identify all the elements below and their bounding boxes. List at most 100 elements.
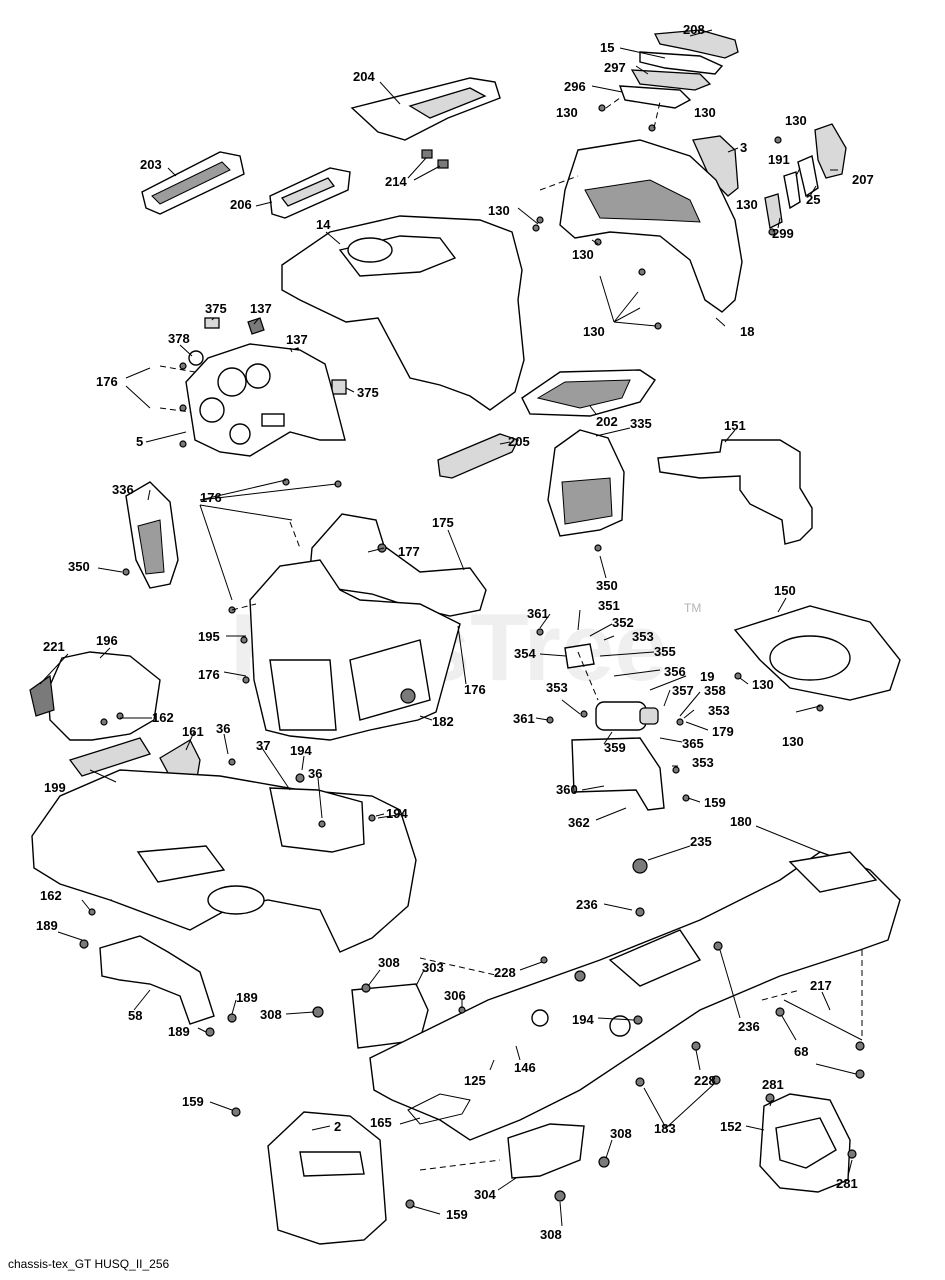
- part-304[interactable]: [507, 1123, 585, 1179]
- callout-194-c[interactable]: 194: [572, 1012, 594, 1027]
- part-299[interactable]: [764, 193, 783, 229]
- part-37[interactable]: [31, 769, 417, 953]
- callout-297[interactable]: 297: [604, 60, 626, 75]
- callout-165[interactable]: 165: [370, 1115, 392, 1130]
- callout-358[interactable]: 358: [704, 683, 726, 698]
- callout-308-b[interactable]: 308: [260, 1007, 282, 1022]
- part-58[interactable]: [99, 935, 215, 1025]
- callout-68[interactable]: 68: [794, 1044, 808, 1059]
- callout-176-c[interactable]: 176: [198, 667, 220, 682]
- callout-36-a[interactable]: 36: [216, 721, 230, 736]
- part-205[interactable]: [437, 433, 519, 479]
- callout-362[interactable]: 362: [568, 815, 590, 830]
- callout-182[interactable]: 182: [432, 714, 454, 729]
- callout-130-i[interactable]: 130: [782, 734, 804, 749]
- callout-191[interactable]: 191: [768, 152, 790, 167]
- part-18[interactable]: [559, 139, 743, 313]
- callout-304[interactable]: 304: [474, 1187, 496, 1202]
- part-378[interactable]: [188, 350, 204, 366]
- callout-130-a[interactable]: 130: [556, 105, 578, 120]
- part-375-a[interactable]: [204, 317, 220, 329]
- callout-214[interactable]: 214: [385, 174, 407, 189]
- callout-281-b[interactable]: 281: [836, 1176, 858, 1191]
- callout-203[interactable]: 203: [140, 157, 162, 172]
- callout-206[interactable]: 206: [230, 197, 252, 212]
- part-359[interactable]: [595, 701, 659, 731]
- callout-207[interactable]: 207: [852, 172, 874, 187]
- callout-175[interactable]: 175: [432, 515, 454, 530]
- callout-335[interactable]: 335: [630, 416, 652, 431]
- callout-355[interactable]: 355: [654, 644, 676, 659]
- part-14[interactable]: [281, 215, 525, 411]
- callout-353-c[interactable]: 353: [708, 703, 730, 718]
- part-303[interactable]: [351, 983, 429, 1049]
- callout-352[interactable]: 352: [612, 615, 634, 630]
- callout-189-c[interactable]: 189: [168, 1024, 190, 1039]
- callout-204[interactable]: 204: [353, 69, 375, 84]
- callout-125[interactable]: 125: [464, 1073, 486, 1088]
- callout-308-a[interactable]: 308: [378, 955, 400, 970]
- callout-378[interactable]: 378: [168, 331, 190, 346]
- callout-194-b[interactable]: 194: [386, 806, 408, 821]
- part-199[interactable]: [68, 737, 151, 777]
- callout-217[interactable]: 217: [810, 978, 832, 993]
- callout-353-d[interactable]: 353: [692, 755, 714, 770]
- callout-137-a[interactable]: 137: [250, 301, 272, 316]
- part-137-a[interactable]: [247, 317, 265, 335]
- callout-194-a[interactable]: 194: [290, 743, 312, 758]
- callout-351[interactable]: 351: [598, 598, 620, 613]
- callout-176-a[interactable]: 176: [96, 374, 118, 389]
- callout-221[interactable]: 221: [43, 639, 65, 654]
- callout-375-b[interactable]: 375: [357, 385, 379, 400]
- callout-365[interactable]: 365: [682, 736, 704, 751]
- callout-196[interactable]: 196: [96, 633, 118, 648]
- callout-336[interactable]: 336: [112, 482, 134, 497]
- callout-37[interactable]: 37: [256, 738, 270, 753]
- part-151[interactable]: [657, 439, 813, 545]
- callout-296[interactable]: 296: [564, 79, 586, 94]
- callout-146[interactable]: 146: [514, 1060, 536, 1075]
- callout-159-c[interactable]: 159: [446, 1207, 468, 1222]
- callout-236-b[interactable]: 236: [738, 1019, 760, 1034]
- callout-199[interactable]: 199: [44, 780, 66, 795]
- callout-161[interactable]: 161: [182, 724, 204, 739]
- part-196[interactable]: [47, 651, 161, 741]
- callout-236-a[interactable]: 236: [576, 897, 598, 912]
- callout-350-b[interactable]: 350: [596, 578, 618, 593]
- callout-151[interactable]: 151: [724, 418, 746, 433]
- callout-281-a[interactable]: 281: [762, 1077, 784, 1092]
- callout-19[interactable]: 19: [700, 669, 714, 684]
- callout-177[interactable]: 177: [398, 544, 420, 559]
- callout-179[interactable]: 179: [712, 724, 734, 739]
- part-214[interactable]: [421, 149, 449, 169]
- callout-361-a[interactable]: 361: [527, 606, 549, 621]
- callout-360[interactable]: 360: [556, 782, 578, 797]
- callout-353-a[interactable]: 353: [632, 629, 654, 644]
- callout-3[interactable]: 3: [740, 140, 747, 155]
- part-2[interactable]: [267, 1111, 387, 1245]
- callout-150[interactable]: 150: [774, 583, 796, 598]
- callout-137-b[interactable]: 137: [286, 332, 308, 347]
- callout-130-f[interactable]: 130: [572, 247, 594, 262]
- callout-159-b[interactable]: 159: [182, 1094, 204, 1109]
- callout-235[interactable]: 235: [690, 834, 712, 849]
- callout-2[interactable]: 2: [334, 1119, 341, 1134]
- callout-189-b[interactable]: 189: [236, 990, 258, 1005]
- callout-195[interactable]: 195: [198, 629, 220, 644]
- callout-189-a[interactable]: 189: [36, 918, 58, 933]
- callout-15[interactable]: 15: [600, 40, 614, 55]
- callout-183[interactable]: 183: [654, 1121, 676, 1136]
- callout-303[interactable]: 303: [422, 960, 444, 975]
- callout-180[interactable]: 180: [730, 814, 752, 829]
- callout-353-b[interactable]: 353: [546, 680, 568, 695]
- callout-162-a[interactable]: 162: [152, 710, 174, 725]
- callout-361-b[interactable]: 361: [513, 711, 535, 726]
- callout-159-a[interactable]: 159: [704, 795, 726, 810]
- callout-308-d[interactable]: 308: [540, 1227, 562, 1242]
- callout-308-c[interactable]: 308: [610, 1126, 632, 1141]
- callout-350-a[interactable]: 350: [68, 559, 90, 574]
- callout-356[interactable]: 356: [664, 664, 686, 679]
- callout-5[interactable]: 5: [136, 434, 143, 449]
- part-180[interactable]: [369, 851, 901, 1141]
- callout-130-b[interactable]: 130: [694, 105, 716, 120]
